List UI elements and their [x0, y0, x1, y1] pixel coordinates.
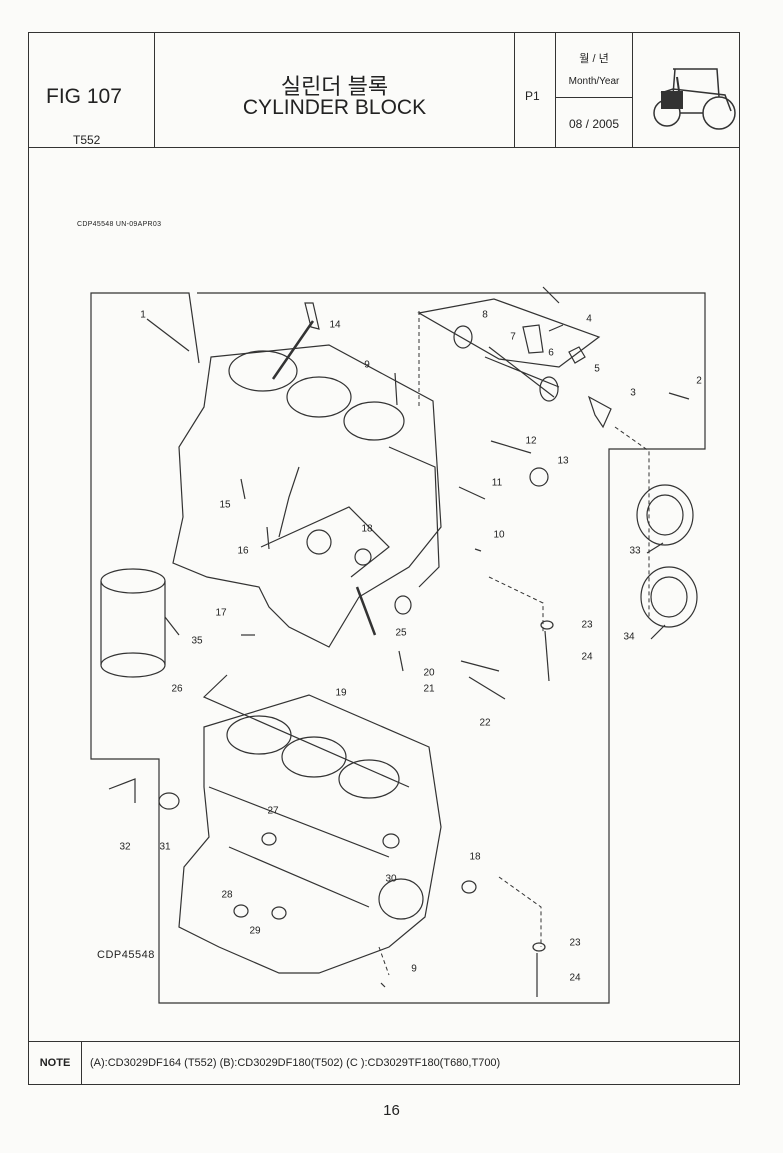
month-year-cell: 월 / 년 Month/Year 08 / 2005 [556, 33, 633, 147]
callout-28: 28 [221, 889, 233, 901]
fig-cell: FIG 107 T552 [29, 33, 155, 147]
title-english: CYLINDER BLOCK [242, 96, 427, 119]
callout-16: 16 [237, 545, 249, 557]
callout-4: 4 [586, 313, 592, 325]
callout-31: 31 [159, 841, 171, 853]
callout-6: 6 [548, 347, 554, 359]
cylinder-block-drawing [90, 286, 706, 1004]
callout-21: 21 [423, 683, 435, 695]
model-code: T552 [73, 133, 101, 147]
callout-24b: 24 [569, 972, 581, 984]
exploded-diagram: CDP45548 UN-09APR03 [29, 147, 739, 1041]
callout-29: 29 [249, 925, 261, 937]
callout-25: 25 [395, 627, 407, 639]
callout-5: 5 [594, 363, 600, 375]
callout-23b: 23 [569, 937, 581, 949]
callout-26: 26 [171, 683, 183, 695]
callout-9: 9 [364, 359, 370, 371]
page-code: P1 [525, 89, 540, 103]
drawing-code-top: CDP45548 UN-09APR03 [77, 221, 162, 228]
note-label: NOTE [29, 1042, 82, 1085]
callout-27: 27 [267, 805, 279, 817]
callout-24: 24 [581, 651, 593, 663]
note-text: (A):CD3029DF164 (T552) (B):CD3029DF180(T… [90, 1057, 501, 1069]
callout-30: 30 [385, 873, 397, 885]
callout-13: 13 [557, 455, 569, 467]
callout-11: 11 [491, 477, 503, 489]
callout-35: 35 [191, 635, 203, 647]
title-korean: 실린더 블록 [280, 74, 389, 99]
title-block: FIG 107 T552 실린더 블록 CYLINDER BLOCK P1 월 … [29, 33, 739, 148]
page-number: 16 [383, 1102, 400, 1119]
revision-date: 08 / 2005 [568, 117, 620, 131]
callout-17: 17 [215, 607, 227, 619]
title-cell: 실린더 블록 CYLINDER BLOCK [155, 33, 515, 147]
callout-14: 14 [329, 319, 341, 331]
tractor-cell [633, 33, 741, 147]
callout-20: 20 [423, 667, 435, 679]
callout-12: 12 [525, 435, 537, 447]
tractor-icon [653, 68, 736, 130]
page-cell: P1 [515, 33, 556, 147]
callout-32: 32 [119, 841, 131, 853]
callout-19: 19 [335, 687, 347, 699]
callout-8: 8 [482, 309, 488, 321]
callout-10: 10 [493, 529, 505, 541]
callout-34: 34 [623, 631, 635, 643]
fig-number: FIG 107 [46, 85, 122, 108]
callout-7: 7 [510, 331, 516, 343]
callout-1: 1 [140, 309, 146, 321]
month-year-korean: 월 / 년 [579, 53, 609, 65]
page-frame: FIG 107 T552 실린더 블록 CYLINDER BLOCK P1 월 … [28, 32, 740, 1085]
drawing-code-bottom: CDP45548 [97, 949, 155, 961]
callout-9b: 9 [411, 963, 417, 975]
callout-33: 33 [629, 545, 641, 557]
callout-3: 3 [630, 387, 636, 399]
divider [556, 97, 632, 98]
callout-18b: 18 [469, 851, 481, 863]
callout-2: 2 [696, 375, 702, 387]
month-year-label: Month/Year [568, 76, 620, 87]
callout-15: 15 [219, 499, 231, 511]
callout-22: 22 [479, 717, 491, 729]
callout-18: 18 [361, 523, 373, 535]
callout-23: 23 [581, 619, 593, 631]
note-bar: NOTE (A):CD3029DF164 (T552) (B):CD3029DF… [29, 1041, 739, 1085]
